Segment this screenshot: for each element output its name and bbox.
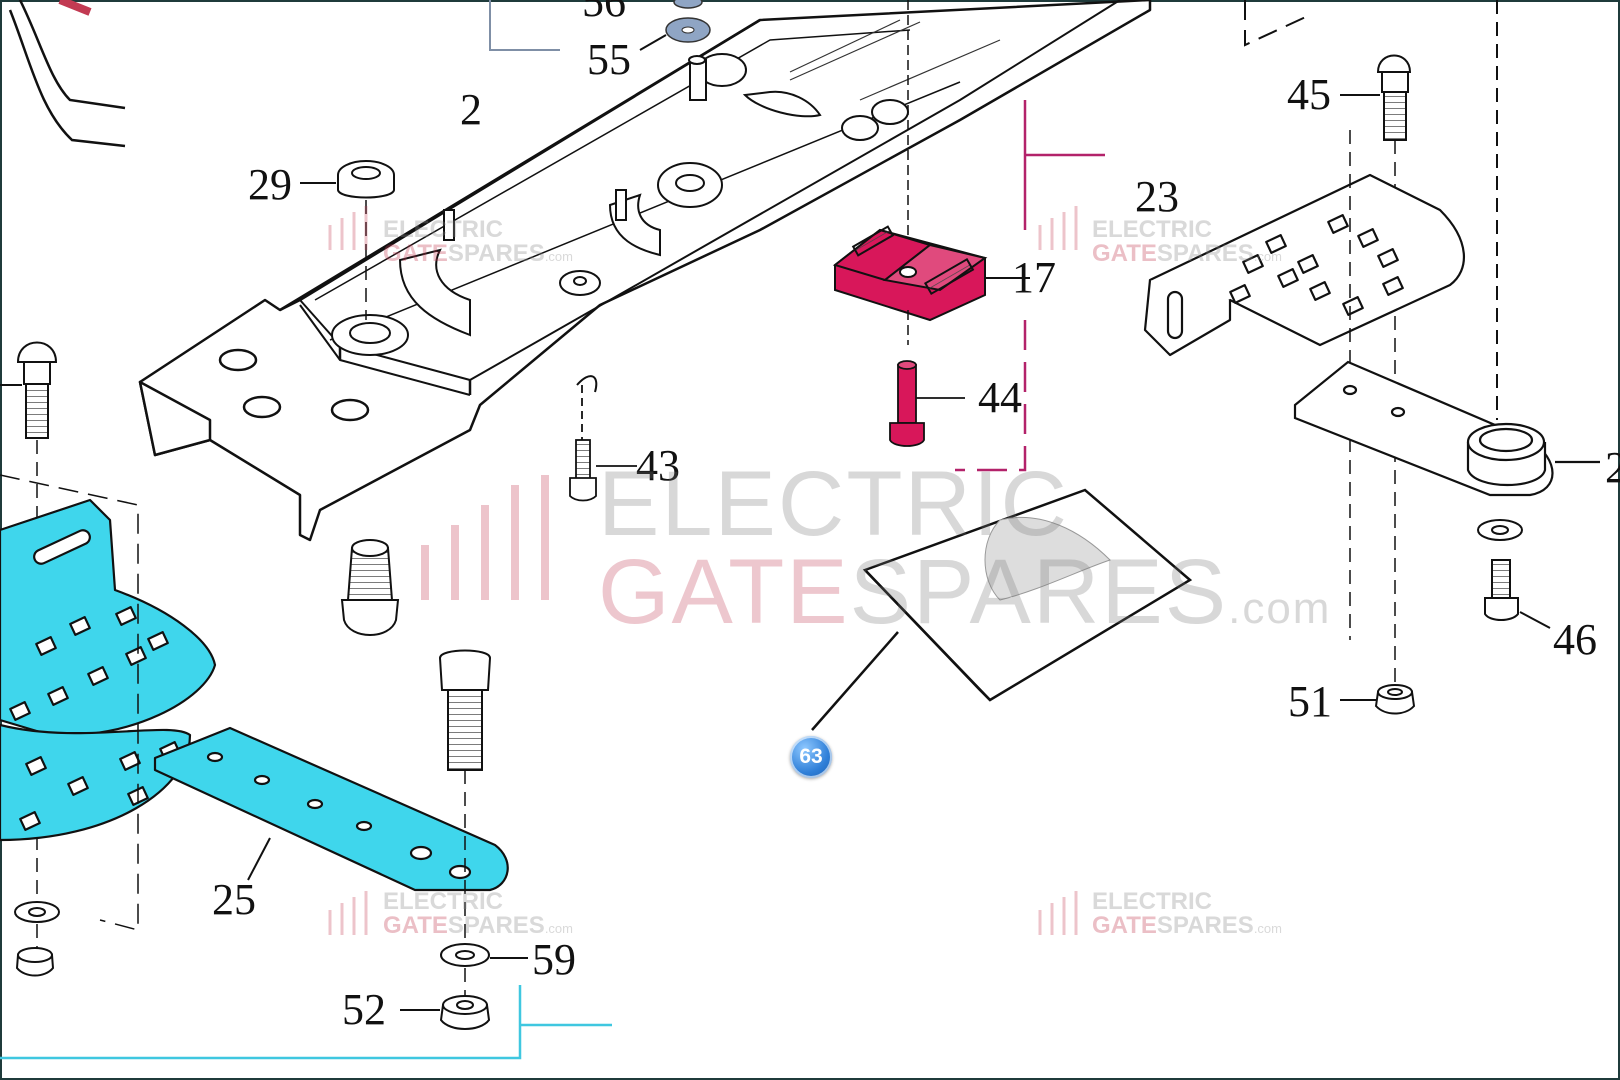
label-part-24: 2 [1605, 443, 1620, 492]
instruction-booklet-63 [811, 488, 1193, 731]
arm-scale [789, 19, 1001, 101]
watermark-logo-icons [328, 206, 1078, 935]
nut-29 [300, 160, 395, 320]
bracket-23 [1143, 130, 1465, 640]
top-right-guides [1244, 0, 1498, 420]
label-part-52: 52 [342, 985, 386, 1034]
label-part-46: 46 [1553, 615, 1597, 664]
label-part-17: 17 [1012, 253, 1056, 302]
bracket-magenta-17-44 [955, 100, 1105, 472]
label-part-25: 25 [212, 875, 256, 924]
cable-wires [8, 0, 126, 148]
label-part-56: 56 [582, 0, 626, 26]
bracket-cyan-bottom [0, 985, 612, 1060]
grease-fitting [340, 539, 400, 636]
nut-52 [400, 995, 491, 1030]
part-63-badge[interactable]: 63 [790, 736, 832, 778]
label-part-59: 59 [532, 935, 576, 984]
screw-43 [569, 385, 637, 502]
label-part-55: 55 [587, 35, 631, 84]
washer-59 [440, 943, 528, 967]
plate-24 [1293, 360, 1600, 497]
label-part-51: 51 [1288, 677, 1332, 726]
label-part-45: 45 [1287, 70, 1331, 119]
nut-left-bottom [14, 901, 60, 977]
bracket-gray-56-55 [489, 0, 560, 51]
washer-55 [639, 0, 711, 51]
bolt-46 [1477, 519, 1551, 629]
label-part-43: 43 [636, 441, 680, 490]
slider-17 [832, 0, 1030, 345]
bolt-center [438, 649, 492, 1000]
label-part-44: 44 [978, 373, 1022, 422]
label-part-29: 29 [248, 160, 292, 209]
nut-51 [1340, 684, 1416, 715]
label-part-23: 23 [1135, 172, 1179, 221]
label-part-2: 2 [460, 85, 482, 134]
bolt-44 [889, 360, 965, 447]
cyan-bracket-left [0, 474, 217, 931]
